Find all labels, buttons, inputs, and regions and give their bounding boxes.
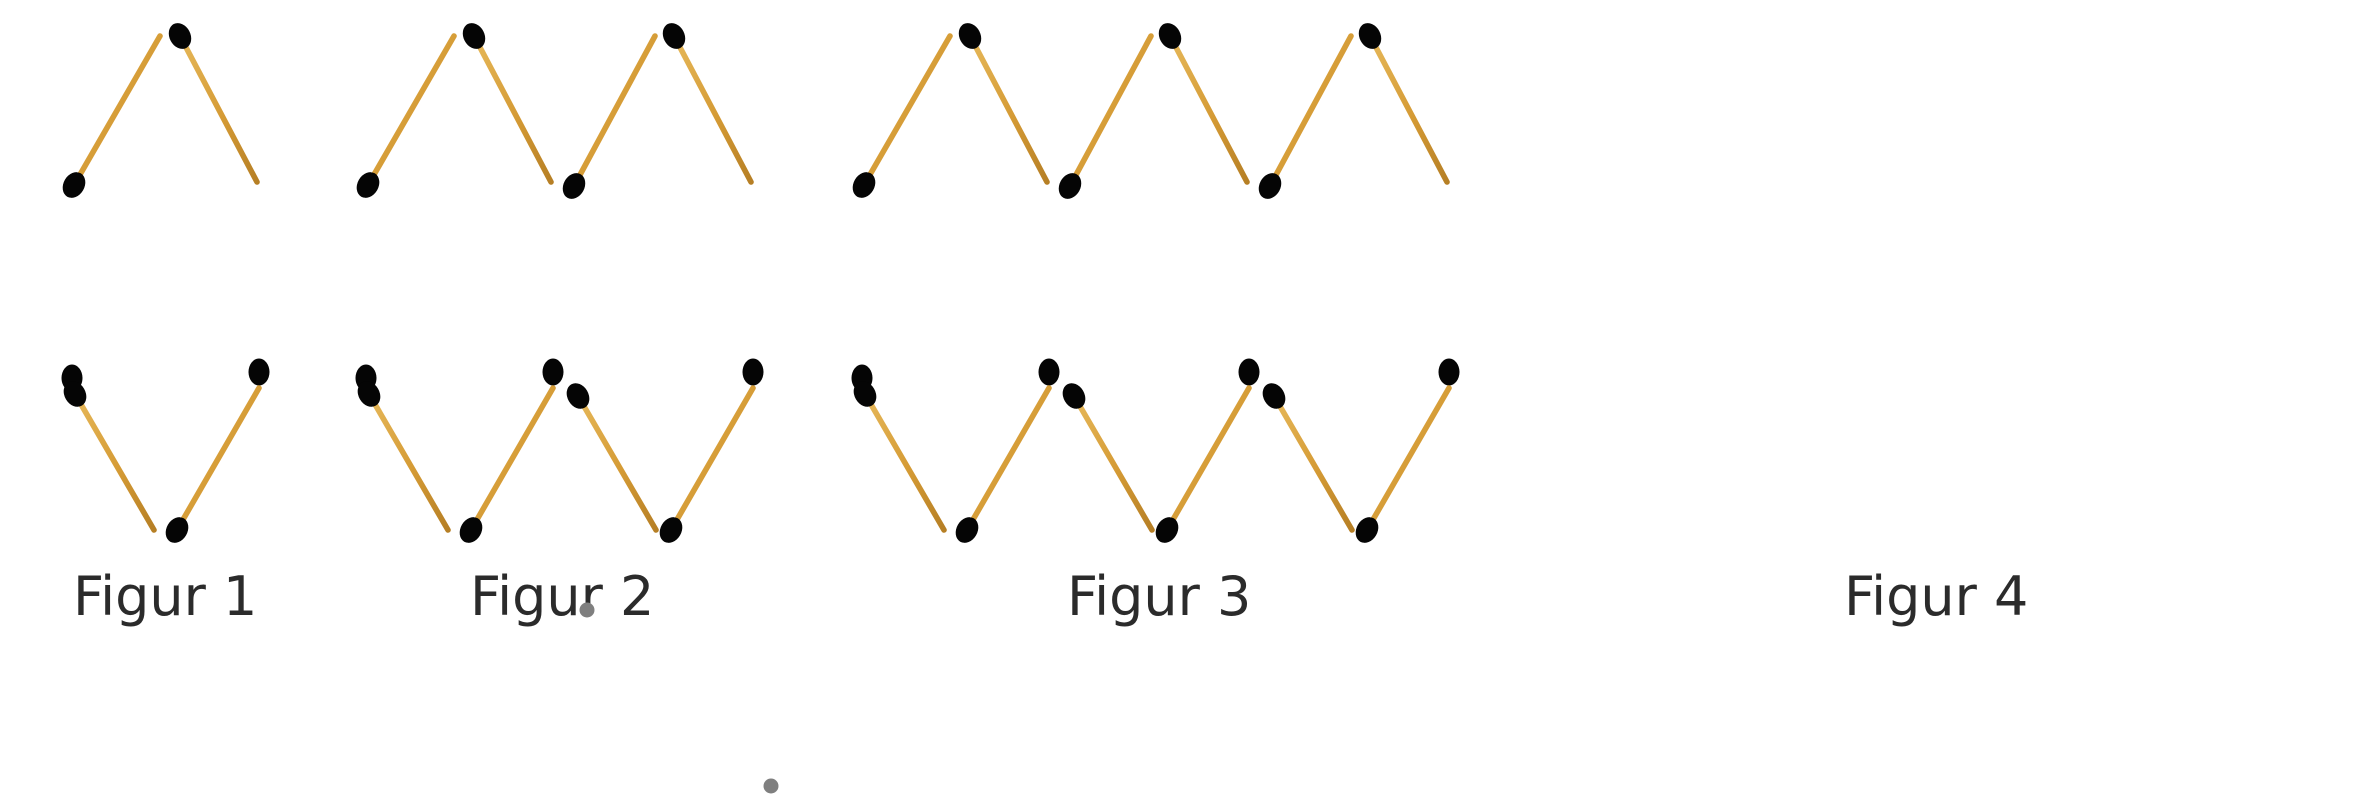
match-head — [357, 381, 381, 407]
match-stick — [71, 33, 163, 188]
figure-3-label: Figur 3 — [1067, 565, 1251, 628]
figure-1-label: Figur 1 — [73, 565, 257, 628]
match-stick — [967, 33, 1050, 185]
match-head — [1038, 358, 1060, 386]
match-head — [1062, 383, 1086, 409]
match-head — [1158, 23, 1182, 49]
match-head — [63, 381, 87, 407]
match-stick — [964, 385, 1052, 533]
match-head — [356, 172, 380, 198]
match-head — [1258, 173, 1282, 199]
match-head — [852, 172, 876, 198]
figure-2-label: Figur 2 — [470, 565, 654, 628]
match-head — [958, 23, 982, 49]
figure-3 — [851, 23, 1460, 543]
match-stick — [861, 33, 953, 188]
figure-2 — [355, 23, 764, 543]
match-head — [542, 358, 564, 386]
match-head — [1355, 517, 1379, 543]
match-head — [955, 517, 979, 543]
match-stick — [671, 33, 754, 185]
match-head — [853, 381, 877, 407]
figure-4-label: Figur 4 — [1844, 565, 2028, 628]
match-head — [659, 517, 683, 543]
match-head — [248, 358, 270, 386]
match-head — [165, 517, 189, 543]
match-head — [1438, 358, 1460, 386]
match-head — [566, 383, 590, 409]
match-head — [562, 173, 586, 199]
match-head — [1238, 358, 1260, 386]
match-stick — [1271, 393, 1355, 533]
match-stick — [72, 391, 157, 533]
match-stick — [177, 33, 260, 185]
match-stick — [668, 385, 756, 533]
match-stick — [366, 391, 451, 533]
match-head — [1058, 173, 1082, 199]
match-head — [662, 23, 686, 49]
stray-dot — [763, 778, 779, 794]
match-head — [742, 358, 764, 386]
match-stick — [1267, 33, 1354, 189]
match-stick — [1367, 33, 1450, 185]
match-head — [1155, 517, 1179, 543]
match-head — [1358, 23, 1382, 49]
match-stick — [365, 33, 457, 188]
match-stick — [471, 33, 554, 185]
match-stick — [1067, 33, 1154, 189]
match-head — [62, 172, 86, 198]
match-head — [168, 23, 192, 49]
match-stick — [174, 385, 262, 533]
stray-dot — [579, 602, 595, 618]
match-stick — [1167, 33, 1250, 185]
match-stick — [1164, 385, 1252, 533]
match-stick — [1364, 385, 1452, 533]
figure-1 — [61, 23, 270, 543]
match-head — [462, 23, 486, 49]
match-stick — [1071, 393, 1155, 533]
match-stick — [575, 393, 659, 533]
match-stick — [862, 391, 947, 533]
match-stick — [571, 33, 658, 189]
match-head — [1262, 383, 1286, 409]
match-head — [459, 517, 483, 543]
match-stick — [468, 385, 556, 533]
